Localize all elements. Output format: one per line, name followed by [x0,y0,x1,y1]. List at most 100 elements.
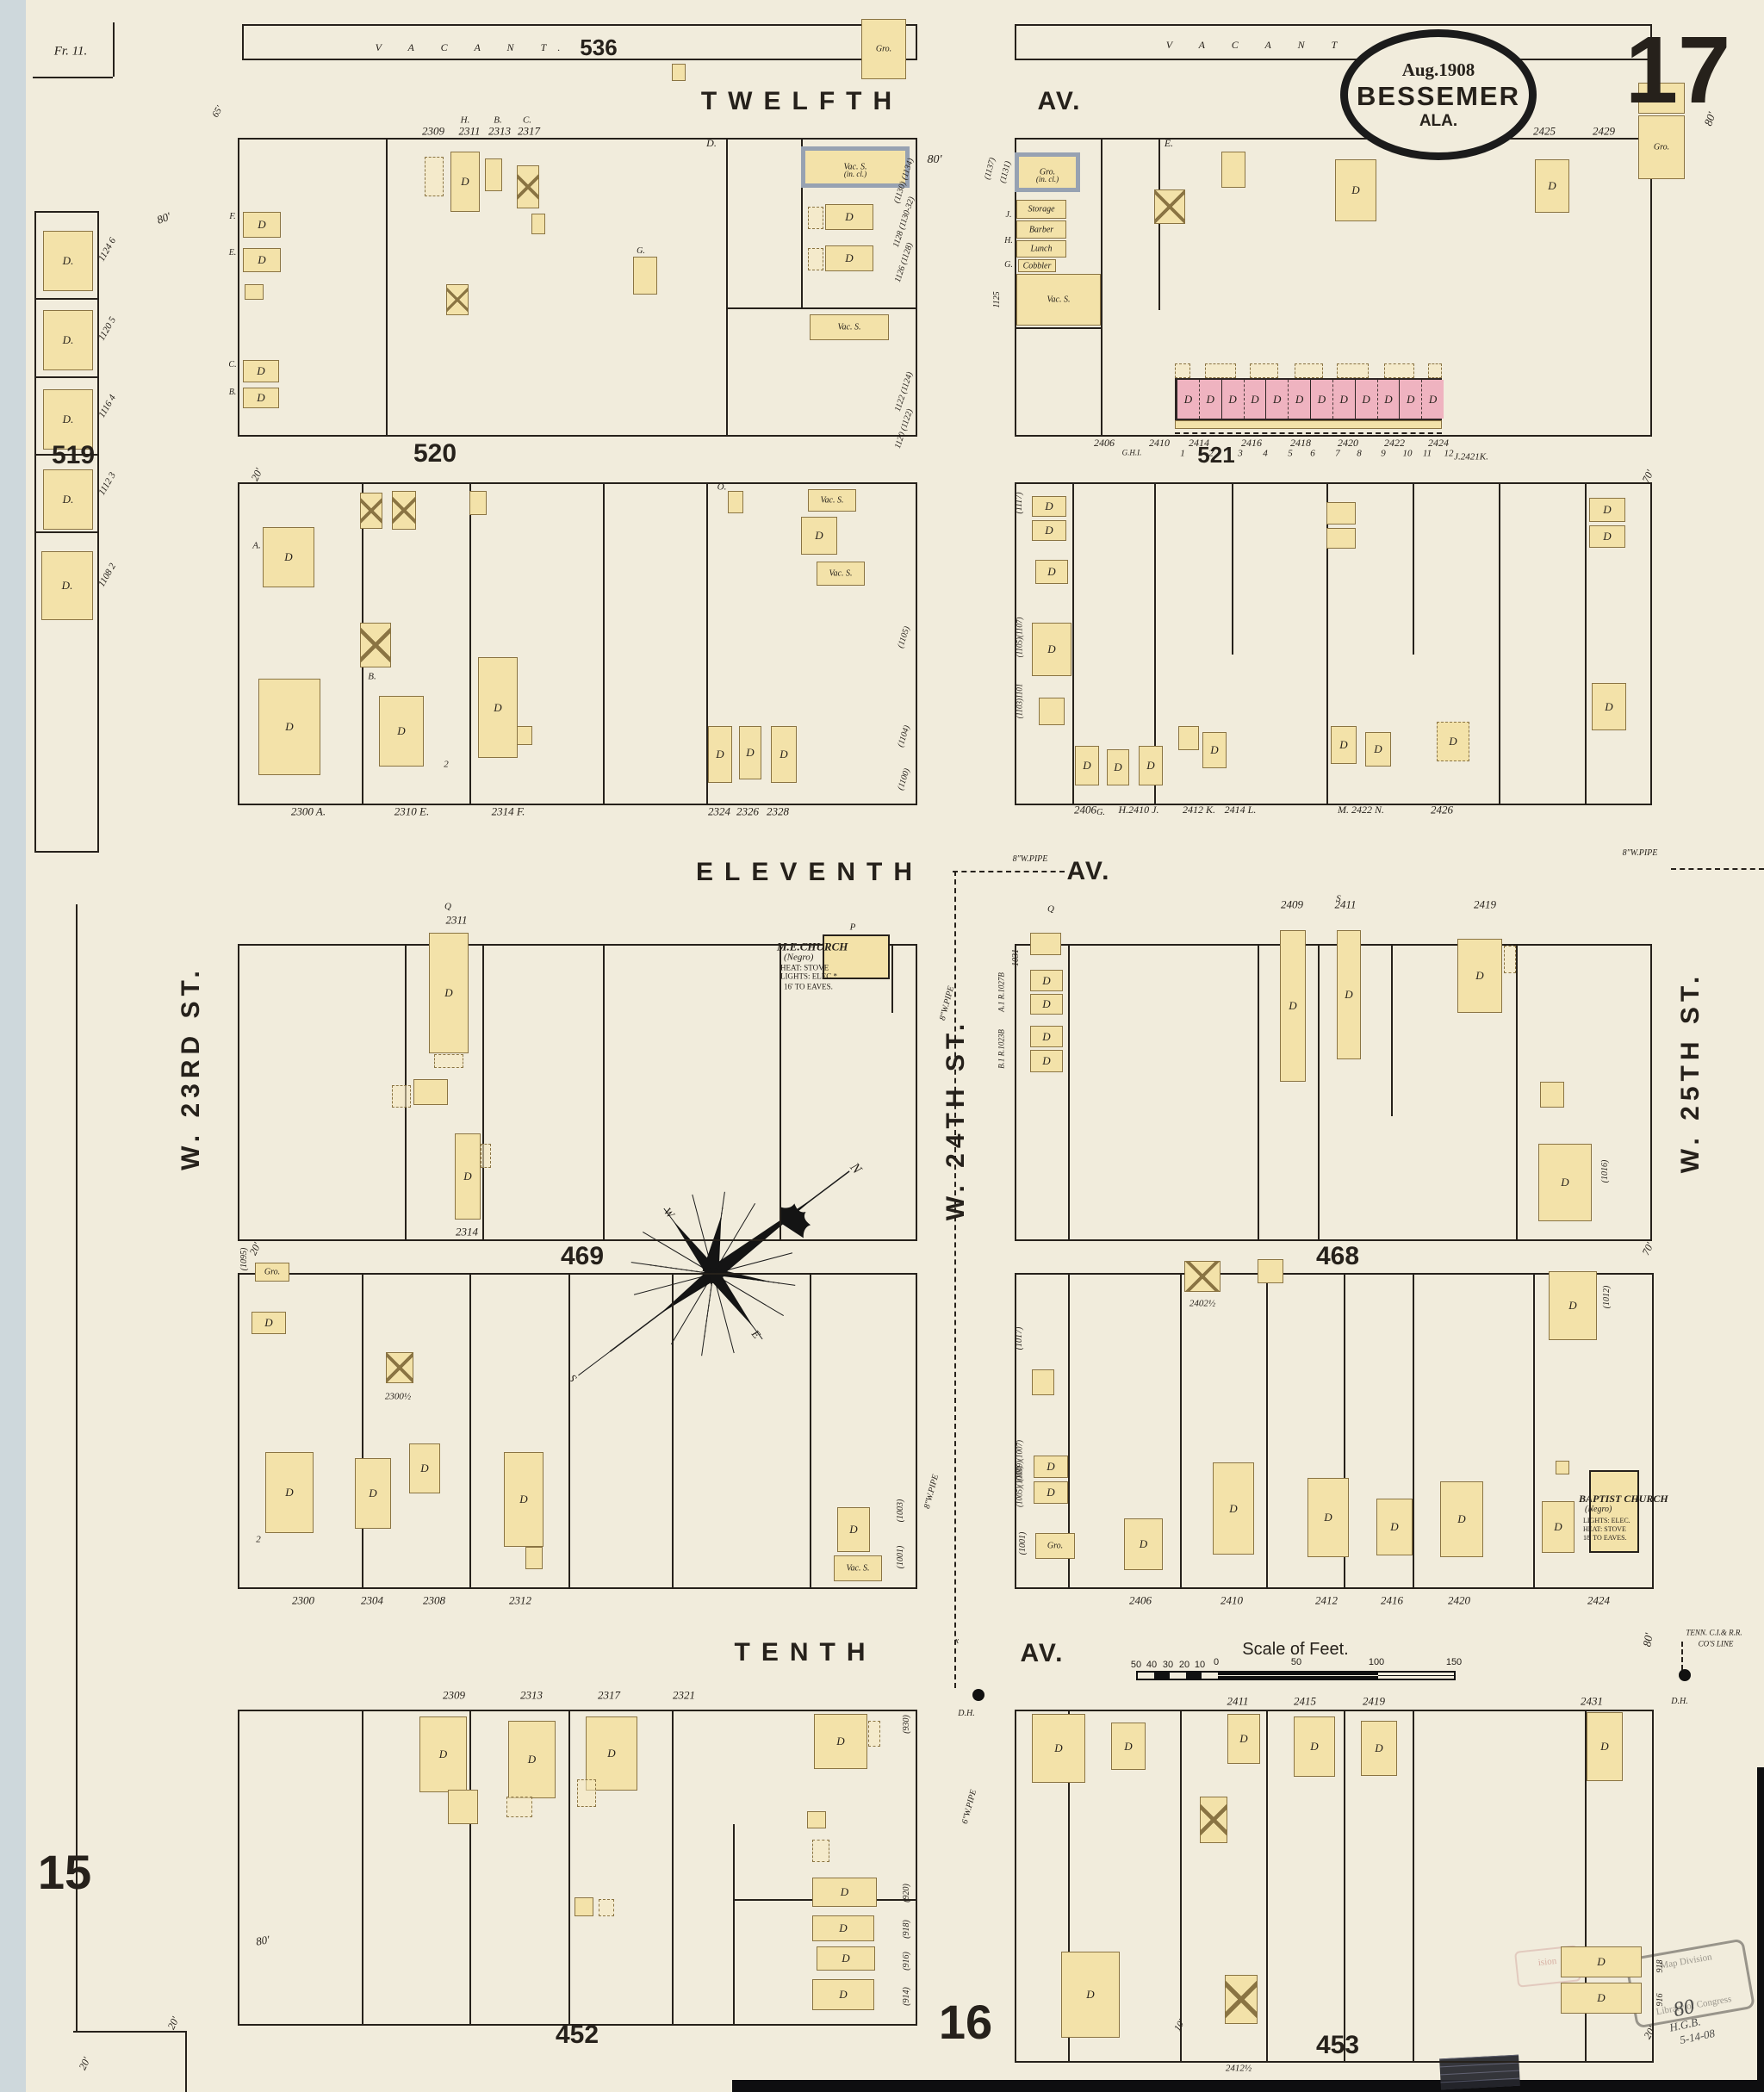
map-label: 2304 [361,1593,383,1607]
building [1175,420,1442,429]
building [245,284,264,300]
building: D [379,696,424,767]
scale-segment [1153,1673,1171,1679]
building: D. [43,469,93,530]
map-label: Q [1047,903,1054,915]
building: D [1280,930,1306,1082]
building: D [812,1915,874,1941]
brick-row-unit: D [1221,380,1244,419]
building: D [1202,732,1227,768]
building: D [812,1979,874,2010]
map-label: 2422 [1384,437,1405,449]
building: D [450,152,480,212]
map-label: 80' [1640,1631,1655,1648]
map-label: 918 [1655,1959,1665,1973]
building: D [243,248,281,272]
scan-edge-right [1757,1767,1764,2092]
building [1039,698,1065,725]
scale-label: 150 [1445,1657,1463,1667]
map-label: 2411 [1227,1694,1249,1708]
map-label: 17 [1624,17,1731,123]
building: D [825,245,873,271]
building: D [1561,1946,1642,1977]
building: D [586,1716,637,1791]
building [1428,363,1442,378]
map-label: D.H. [1671,1697,1688,1706]
map-label: (920) [902,1884,911,1903]
map-label: 453 [1315,2031,1360,2059]
building: D. [41,551,93,620]
building [517,726,532,745]
scale-label: 50 [1130,1660,1142,1670]
lot-line [726,138,728,437]
building [517,165,539,208]
map-label: W. 24TH ST. [941,1018,970,1221]
map-label: A.1 R.1027B [997,972,1006,1012]
map-label: W. 25TH ST. [1676,971,1705,1174]
building: D [814,1714,867,1769]
lot-line [1158,138,1160,310]
building [1250,363,1278,378]
map-label: 80' [1701,110,1718,127]
building: Gro.(in. cl.) [1015,152,1080,192]
lot-line [1266,1710,1268,2063]
lot-line [482,944,484,1241]
building: D [1032,520,1066,541]
building: 2431 [1638,83,1685,114]
building: D [1440,1481,1483,1557]
map-label: 2414 L. [1224,804,1257,816]
brick-row-unit: D [1177,380,1199,419]
scale-label: 20 [1178,1660,1190,1670]
building: D [801,517,837,555]
map-label: (1117) [1015,492,1024,514]
map-label: H. [460,115,470,126]
building [386,1352,413,1383]
map-label: (1001) [896,1545,905,1569]
map-label: 2 [256,1534,261,1545]
map-label: 2419 [1363,1694,1385,1708]
building: D [265,1452,314,1533]
block-outline [238,482,917,805]
block-outline [1015,1273,1654,1589]
building: D [1437,722,1469,761]
building: D [1124,1518,1163,1570]
brick-row-unit: D [1354,380,1377,419]
map-label: 2410 [1149,437,1170,449]
block-outline [1015,944,1652,1241]
building [728,491,743,513]
map-label: B. [228,388,237,397]
map-label: C. [228,360,237,369]
map-label: 536 [580,34,618,60]
lot-line [1258,944,1259,1241]
map-label: J.2421K. [1454,451,1488,462]
building: D [243,360,279,382]
building: D [1075,746,1099,785]
map-label: 2418 [1290,437,1311,449]
brick-row-unit: D [1376,380,1400,419]
map-label: 2324 [708,804,730,818]
building: D [1337,930,1361,1059]
building: D [739,726,761,779]
block-outline [238,1273,917,1589]
map-label: V A C A N T [1165,39,1350,51]
map-label: 20' [246,1240,264,1257]
map-label: 1108 2 [96,562,119,589]
building: D [1587,1712,1623,1781]
map-label: 2411 [1334,897,1357,911]
block-outline [1015,482,1652,805]
lot-line [891,944,893,1013]
map-label: 8″W.PIPE [1012,854,1048,864]
scale-segment [1170,1673,1186,1679]
lot-line [1180,1710,1182,2063]
building: D [1032,1714,1085,1783]
brick-row-unit: D [1198,380,1221,419]
map-label: 2416 [1381,1593,1403,1607]
building [1175,363,1190,378]
map-label: D. [706,137,717,149]
map-label: LIGHTS: ELEC. [1583,1517,1630,1524]
building: D [1361,1721,1397,1776]
building [485,158,502,191]
map-label: 2424 [1587,1593,1610,1607]
map-label: J. [1005,210,1012,220]
